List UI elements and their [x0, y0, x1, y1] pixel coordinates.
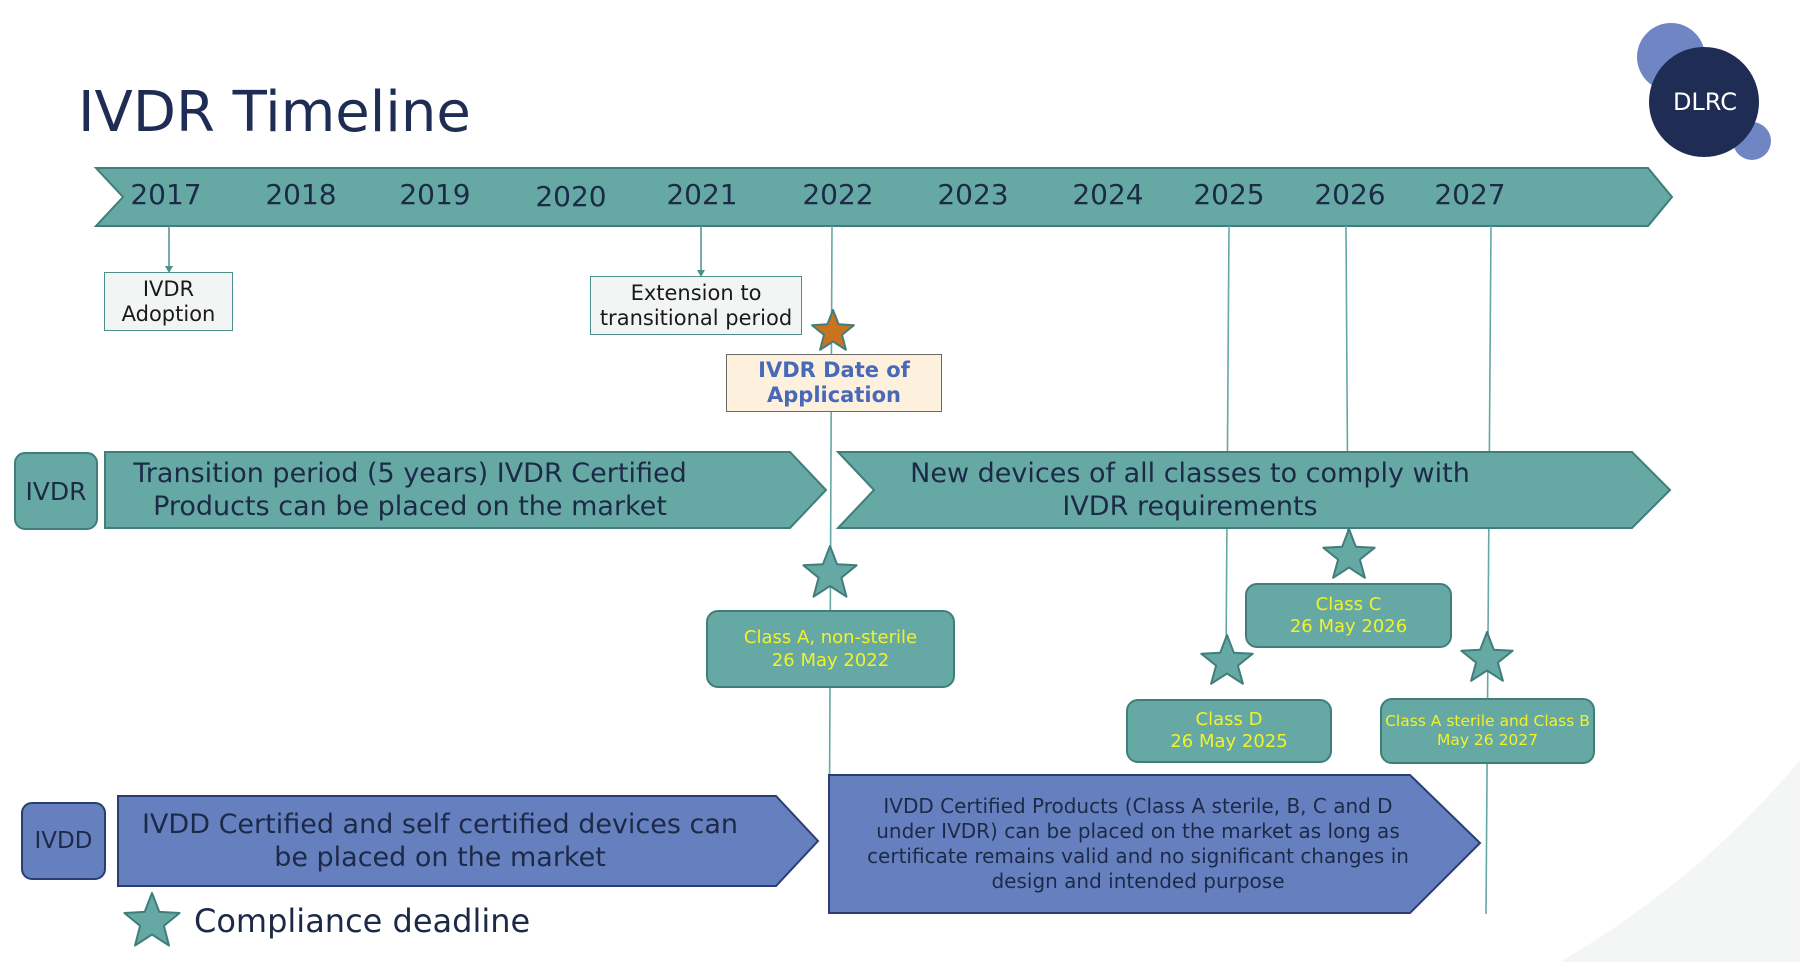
deadline-class: Class D — [1195, 709, 1263, 730]
legend-label: Compliance deadline — [194, 902, 531, 940]
legend-star-icon — [123, 892, 181, 947]
deadline-star-icon — [802, 545, 858, 598]
year-label: 2027 — [1434, 178, 1506, 211]
extension-connector-head — [697, 270, 705, 277]
ivdr-date-of-application: IVDR Date of Application — [726, 354, 942, 412]
year-label: 2018 — [265, 178, 337, 211]
ivdd-certified-band — [117, 795, 820, 887]
ivdr-row-label: IVDR — [25, 476, 87, 506]
year-label: 2025 — [1193, 178, 1265, 211]
deadline-star-icon — [1460, 631, 1514, 682]
deadline-star-icon — [1322, 528, 1376, 579]
ivdd-products-band — [828, 774, 1482, 914]
ivdd-row-label: IVDD — [34, 828, 93, 854]
ivdd-products-text: IVDD Certified Products (Class A sterile… — [867, 794, 1409, 893]
deadline-date: 26 May 2026 — [1289, 615, 1408, 637]
extension-note: Extension to transitional period — [590, 276, 802, 335]
timeline-arrow — [93, 167, 1674, 227]
logo-circle-dark — [1649, 47, 1759, 157]
year-label: 2021 — [666, 178, 738, 211]
logo: DLRC — [1672, 88, 1738, 116]
ivdr-transition-band — [104, 451, 828, 529]
ivdr-new-devices-band — [835, 451, 1672, 529]
year-label: 2020 — [535, 180, 607, 213]
year-label: 2019 — [399, 178, 471, 211]
deadline-date: 26 May 2022 — [771, 650, 890, 671]
deadline-date: May 26 2027 — [1436, 731, 1539, 749]
year-label: 2026 — [1314, 178, 1386, 211]
ivdd-label-box — [21, 802, 106, 880]
adoption-connector-head — [165, 266, 173, 273]
deadline-class: Class C — [1315, 593, 1382, 615]
ivdr-new-devices-text: New devices of all classes to comply wit… — [910, 458, 1470, 522]
ivdr-label-box — [14, 452, 98, 530]
deadline-date: 26 May 2025 — [1170, 731, 1288, 752]
page-title: IVDR Timeline — [78, 80, 471, 145]
application-star-icon — [811, 309, 855, 351]
year-label: 2017 — [130, 178, 202, 211]
ivdr-adoption-note: IVDR Adoption — [104, 272, 233, 331]
background-swoosh — [1560, 760, 1800, 962]
year-label: 2022 — [802, 178, 874, 211]
line-2027 — [1485, 225, 1492, 915]
ivdr-transition-text: Transition period (5 years) IVDR Certifi… — [133, 458, 687, 522]
line-2025 — [1225, 225, 1230, 663]
ivdd-certified-text: IVDD Certified and self certified device… — [141, 809, 739, 873]
deadline-class: Class A, non-sterile — [743, 627, 918, 648]
year-label: 2024 — [1072, 178, 1144, 211]
year-label: 2023 — [937, 178, 1009, 211]
deadline-class: Class A sterile and Class B — [1385, 712, 1590, 730]
deadline-star-icon — [1200, 634, 1254, 685]
